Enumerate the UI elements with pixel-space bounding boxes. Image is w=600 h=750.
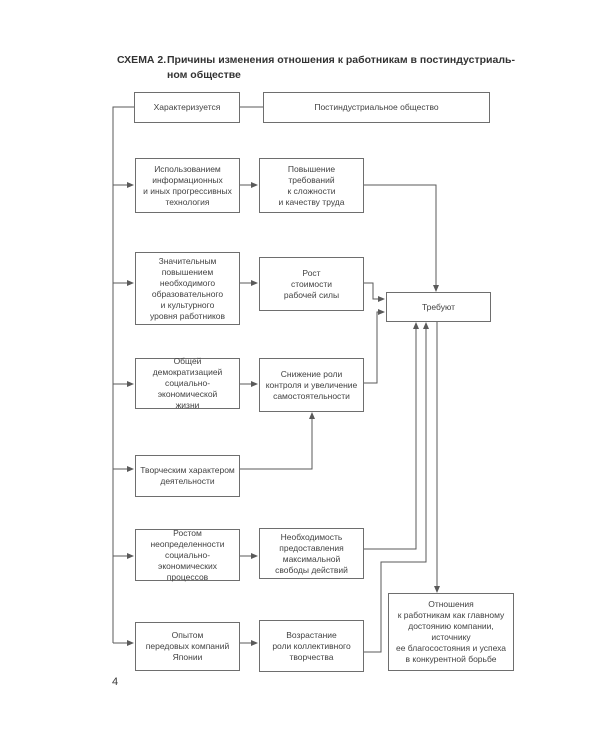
schema-title-text: Причины изменения отношения к работникам… — [167, 53, 567, 83]
node-effect-less-control: Снижение роли контроля и увеличение само… — [259, 358, 364, 412]
node-cause-uncertainty: Ростом неопределенности социально-эконом… — [135, 528, 240, 582]
node-cause-education-level: Значительным повышением необходимого обр… — [135, 252, 240, 325]
arrow-effect2-hub-left — [364, 282, 385, 302]
node-effect-collective-creativity: Возрастание роли коллективного творчеств… — [259, 620, 364, 672]
node-cause-japan-experience: Опытом передовых компаний Японии — [135, 622, 240, 671]
schema-title: СХЕМА 2. Причины изменения отношения к р… — [117, 53, 567, 83]
schema-title-line2: ном обществе — [167, 69, 241, 81]
arrow-effect3-hub-left — [364, 309, 385, 384]
node-cause-democratization: Общей демократизацией социально-экономич… — [135, 356, 240, 410]
node-cause-creative-work: Творческим характером деятельности — [135, 455, 240, 497]
node-characterized: Характеризуется — [134, 92, 240, 123]
spine-line — [112, 106, 134, 643]
arrow-effect6-hub-bottom — [364, 322, 429, 653]
node-effect-labor-requirements: Повышение требований к сложности и качес… — [259, 158, 364, 213]
schema-title-line1: Причины изменения отношения к работникам… — [167, 54, 515, 66]
page-number: 4 — [112, 676, 119, 688]
arrow-effect1-hub-top — [364, 184, 439, 292]
node-effect-freedom-of-action: Необходимость предоставления максимально… — [259, 528, 364, 579]
node-hub-require: Требуют — [386, 292, 491, 322]
schema-title-label: СХЕМА 2. — [117, 54, 167, 66]
node-cause-technologies: Использованием информационных и иных про… — [135, 158, 240, 213]
node-effect-labor-cost: Рост стоимости рабочей силы — [259, 257, 364, 311]
node-postindustrial-society: Постиндустриальное общество — [263, 92, 490, 123]
arrow-creative-to-control — [240, 412, 315, 470]
arrow-effect5-hub-bottom — [364, 322, 419, 550]
node-result-attitude: Отношения к работникам как главному дост… — [388, 593, 514, 671]
